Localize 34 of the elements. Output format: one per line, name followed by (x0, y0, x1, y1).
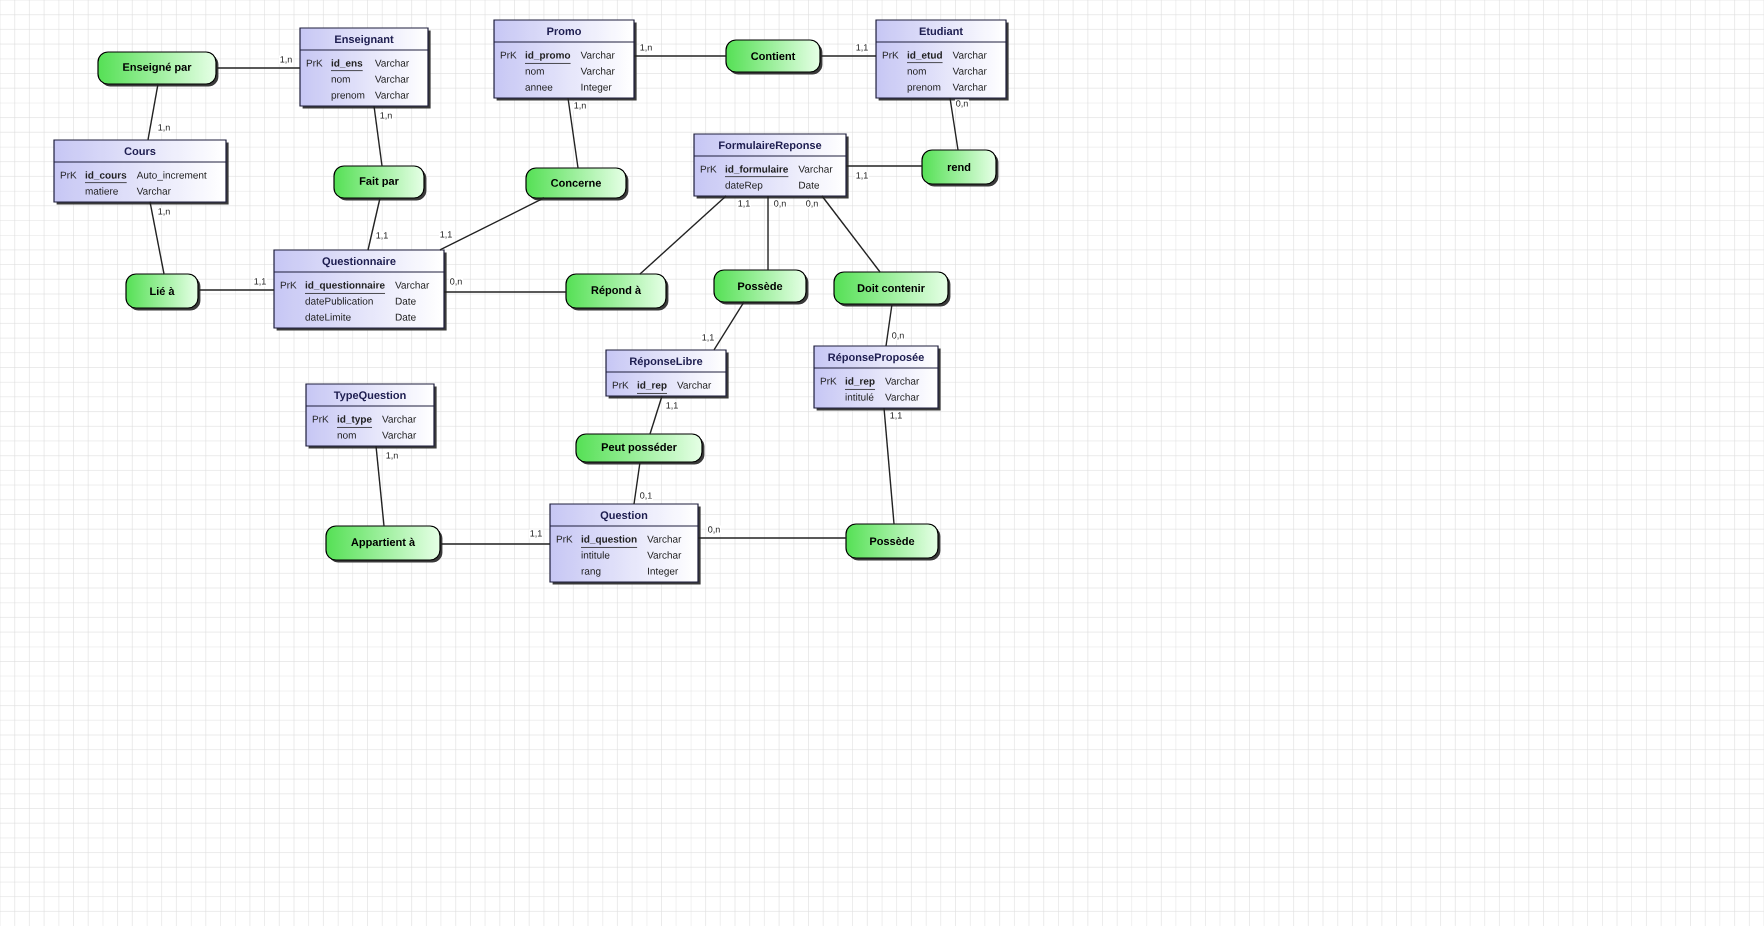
connector-line (821, 195, 881, 273)
connector-line (367, 197, 381, 251)
entity-box (273, 249, 447, 331)
connector-line (373, 105, 383, 167)
connector-line (883, 407, 895, 525)
connector-line (819, 55, 877, 57)
connector-line (439, 543, 551, 545)
connector-line (443, 291, 567, 293)
connector-line (215, 67, 301, 69)
connector-line (439, 197, 545, 251)
entity-box (549, 503, 701, 585)
entity-box (875, 19, 1009, 101)
connector-line (845, 165, 923, 167)
entity-box (693, 133, 849, 199)
entity-box (305, 383, 437, 449)
connector-line (639, 195, 727, 275)
connector-line (697, 537, 847, 539)
connector-line (147, 83, 159, 141)
connector-line (949, 97, 959, 151)
connector-line (633, 55, 727, 57)
connector-line (767, 195, 769, 271)
entity-box (605, 349, 729, 399)
connector-line (885, 303, 893, 347)
connector-line (633, 461, 641, 505)
connector-line (375, 445, 385, 527)
entity-box (299, 27, 431, 109)
entity-box (813, 345, 941, 411)
connector-line (713, 301, 745, 351)
connector-line (149, 201, 165, 275)
connector-line (567, 97, 579, 169)
connector-line (649, 395, 663, 435)
entity-box (493, 19, 637, 101)
entity-box (53, 139, 229, 205)
connector-line (197, 289, 275, 291)
